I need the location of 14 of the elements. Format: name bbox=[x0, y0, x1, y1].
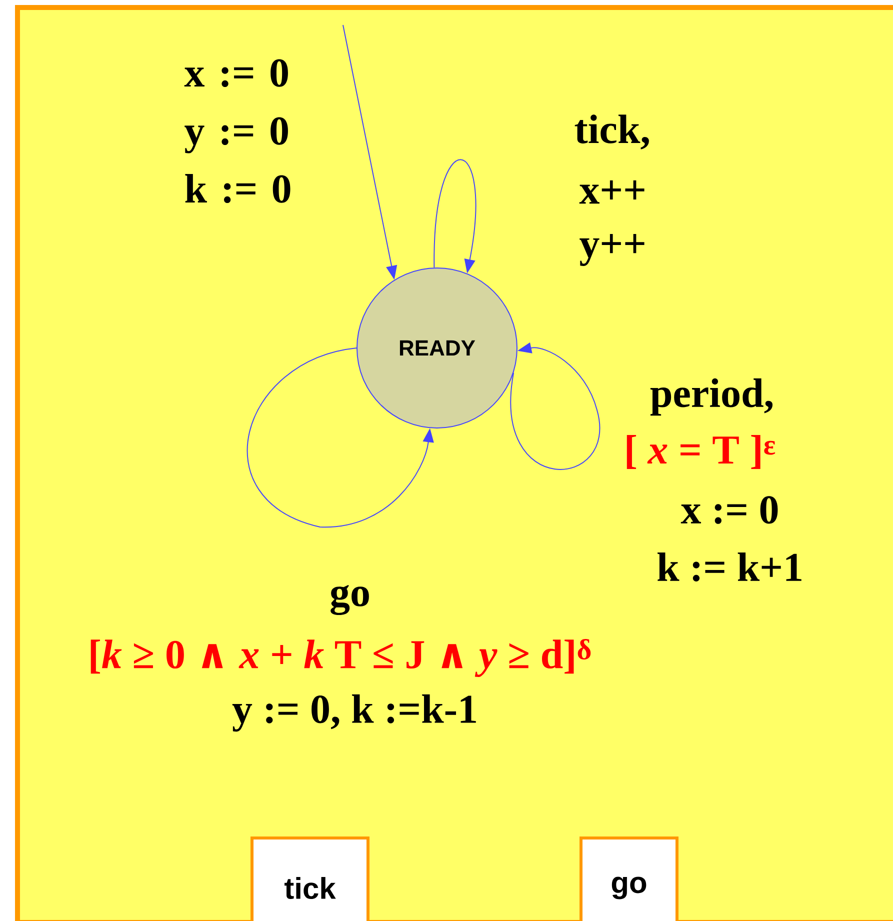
edge-label: period, bbox=[648, 377, 776, 417]
panel bbox=[15, 5, 893, 921]
update-label: x := 0 bbox=[680, 496, 778, 524]
guard-label: [ x = T ]$^{ε}$ bbox=[626, 435, 776, 469]
port-box: tick bbox=[250, 836, 370, 921]
edge-label: go bbox=[328, 584, 372, 616]
edge-label: tick, bbox=[573, 114, 652, 150]
update-label: k := k+1 bbox=[658, 552, 802, 582]
edge-label: x := 0 y := 0 k := 0 bbox=[183, 58, 318, 204]
update-label: x++ bbox=[579, 180, 644, 204]
update-label: y := 0, k :=k-1 bbox=[232, 694, 476, 732]
update-label: y++ bbox=[580, 234, 644, 266]
port-box: go bbox=[580, 836, 678, 921]
guard-label: [k ≥ 0 ∧ x + k T ≤ J ∧ y ≥ d]$^{δ}$ bbox=[90, 639, 591, 677]
